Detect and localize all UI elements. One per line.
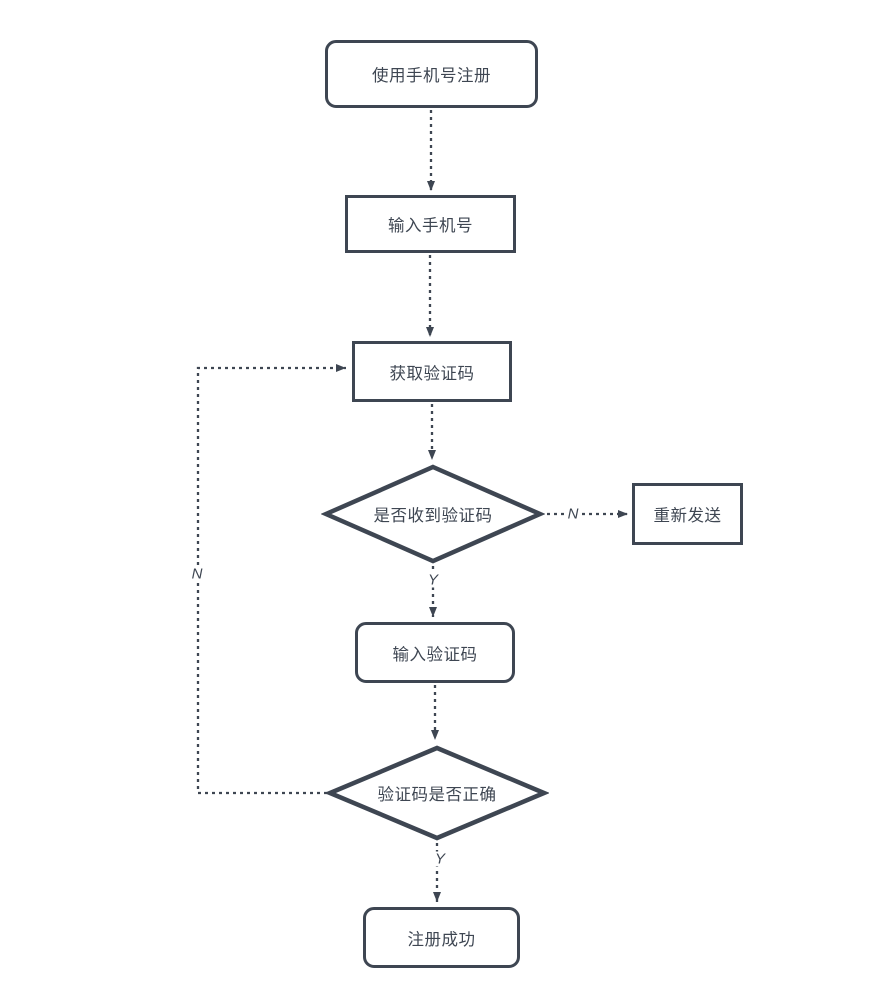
diamond-shape xyxy=(325,745,549,841)
node-resend[interactable]: 重新发送 xyxy=(632,483,743,545)
node-enter-code[interactable]: 输入验证码 xyxy=(355,622,515,683)
edge-label-received-yes: Y xyxy=(424,572,442,588)
node-start-label: 使用手机号注册 xyxy=(372,67,491,85)
node-success[interactable]: 注册成功 xyxy=(363,907,520,968)
node-decision-received-code-label: 是否收到验证码 xyxy=(373,507,493,525)
diamond-shape xyxy=(321,464,545,564)
node-decision-received-code[interactable]: 是否收到验证码 xyxy=(321,464,545,564)
node-resend-label: 重新发送 xyxy=(653,507,722,525)
edge-label-correct-yes: Y xyxy=(431,851,449,867)
node-enter-code-label: 输入验证码 xyxy=(392,645,478,664)
edge-label-correct-no: N xyxy=(188,566,206,582)
node-success-label: 注册成功 xyxy=(407,930,476,949)
node-decision-code-correct-label: 验证码是否正确 xyxy=(377,786,497,804)
node-start[interactable]: 使用手机号注册 xyxy=(325,40,538,108)
connector-correct-no-loop-to-get-code xyxy=(196,364,346,795)
node-get-code-label: 获取验证码 xyxy=(389,364,475,383)
node-get-code[interactable]: 获取验证码 xyxy=(352,341,512,402)
node-decision-code-correct[interactable]: 验证码是否正确 xyxy=(325,745,549,841)
node-enter-phone[interactable]: 输入手机号 xyxy=(345,195,516,253)
edge-label-received-no: N xyxy=(564,506,582,522)
node-enter-phone-label: 输入手机号 xyxy=(388,217,473,235)
